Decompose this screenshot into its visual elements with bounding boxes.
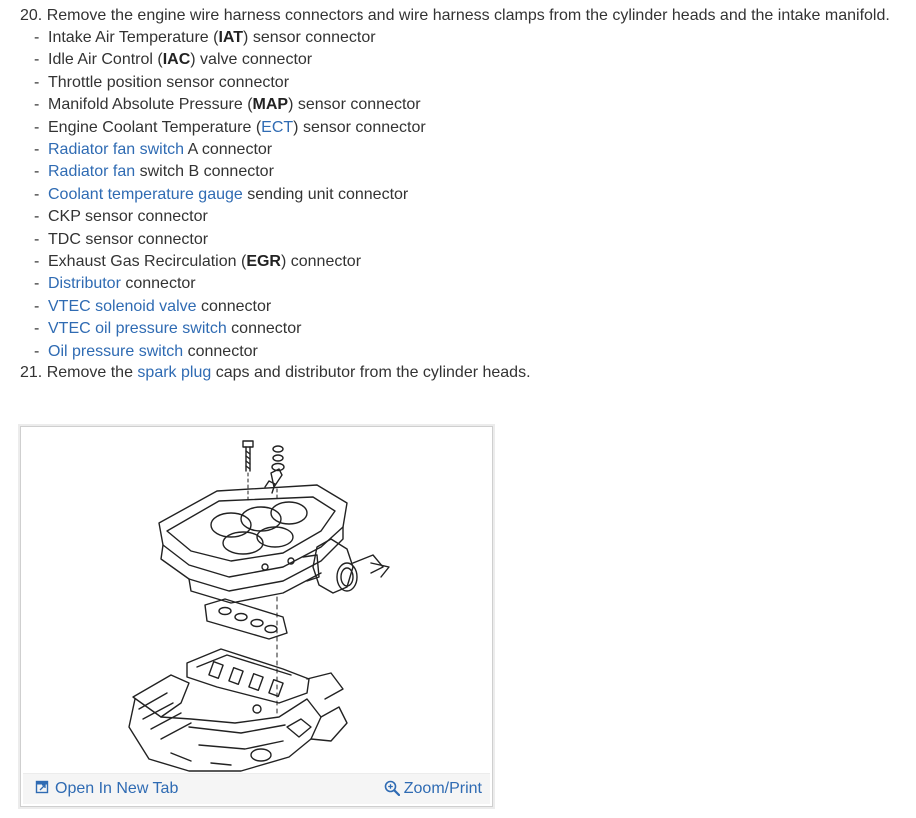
connector-text: ) sensor connector (293, 118, 426, 136)
step-20-number: 20. (20, 7, 43, 24)
open-in-new-tab-link[interactable]: Open In New Tab (35, 780, 178, 798)
connector-list-item: -VTEC solenoid valve connector (34, 296, 426, 318)
list-dash: - (34, 342, 40, 360)
list-dash: - (34, 297, 40, 315)
connector-list-item: -Engine Coolant Temperature (ECT) sensor… (34, 117, 426, 139)
connector-text: switch B connector (135, 163, 274, 181)
connector-list-item: -Idle Air Control (IAC) valve connector (34, 49, 426, 71)
connector-list-item: -Radiator fan switch B connector (34, 161, 426, 183)
step-20-text: Remove the engine wire harness connector… (46, 7, 890, 24)
connector-list-item: -Manifold Absolute Pressure (MAP) sensor… (34, 94, 426, 116)
connector-abbrev: MAP (252, 96, 289, 114)
list-dash: - (34, 118, 40, 136)
open-new-tab-icon (35, 780, 49, 796)
connector-list: -Intake Air Temperature (IAT) sensor con… (34, 27, 426, 363)
connector-text: ) sensor connector (288, 96, 421, 114)
connector-text: Intake Air Temperature ( (48, 29, 219, 46)
connector-link[interactable]: Radiator fan switch (48, 141, 185, 159)
connector-text: ) connector (280, 253, 362, 271)
connector-list-item: -TDC sensor connector (34, 229, 426, 251)
intake-manifold-figure: Open In New Tab Zoom/Print (20, 426, 493, 807)
connector-list-item: -Exhaust Gas Recirculation (EGR) connect… (34, 251, 426, 273)
connector-link[interactable]: VTEC solenoid valve (48, 297, 197, 315)
connector-list-item: -Radiator fan switch A connector (34, 139, 426, 161)
list-dash: - (34, 29, 40, 46)
list-dash: - (34, 141, 40, 159)
list-dash: - (34, 275, 40, 293)
connector-text: TDC sensor connector (48, 230, 209, 248)
spark-plug-link[interactable]: spark plug (137, 364, 212, 381)
connector-list-item: -Oil pressure switch connector (34, 341, 426, 363)
open-in-new-tab-label: Open In New Tab (55, 780, 179, 797)
connector-list-item: -Intake Air Temperature (IAT) sensor con… (34, 27, 426, 49)
connector-text: connector (226, 320, 302, 338)
connector-link[interactable]: Radiator fan (48, 163, 136, 181)
step-21: 21. Remove the spark plug caps and distr… (20, 362, 531, 384)
connector-list-item: -Coolant temperature gauge sending unit … (34, 184, 426, 206)
connector-link[interactable]: Coolant temperature gauge (48, 185, 243, 203)
connector-text: Exhaust Gas Recirculation ( (48, 253, 247, 271)
connector-link[interactable]: Oil pressure switch (48, 342, 184, 360)
connector-text: Idle Air Control ( (48, 51, 163, 69)
connector-link[interactable]: Distributor (48, 275, 121, 293)
connector-abbrev: IAC (162, 51, 191, 69)
connector-text: ) valve connector (190, 51, 313, 69)
connector-link[interactable]: ECT (261, 118, 294, 136)
figure-action-bar: Open In New Tab Zoom/Print (23, 773, 490, 804)
list-dash: - (34, 96, 40, 114)
list-dash: - (34, 320, 40, 338)
list-dash: - (34, 51, 40, 69)
list-dash: - (34, 253, 40, 271)
zoom-magnifier-icon (384, 780, 400, 797)
connector-text: connector (196, 297, 272, 315)
zoom-print-link[interactable]: Zoom/Print (384, 780, 482, 798)
connector-text: Engine Coolant Temperature ( (48, 118, 262, 136)
step-21-pre: Remove the (46, 364, 138, 381)
connector-link[interactable]: VTEC oil pressure switch (48, 320, 227, 338)
connector-text: connector (120, 275, 196, 293)
list-dash: - (34, 73, 40, 91)
intake-manifold-diagram[interactable] (21, 427, 492, 772)
list-dash: - (34, 208, 40, 226)
zoom-print-label: Zoom/Print (403, 780, 482, 797)
step-21-number: 21. (20, 364, 43, 381)
connector-list-item: -VTEC oil pressure switch connector (34, 318, 426, 340)
connector-list-item: -Throttle position sensor connector (34, 72, 426, 94)
connector-abbrev: IAT (218, 29, 244, 46)
connector-text: CKP sensor connector (48, 208, 208, 226)
list-dash: - (34, 185, 40, 203)
connector-text: Throttle position sensor connector (48, 73, 290, 91)
connector-text: connector (183, 342, 258, 360)
list-dash: - (34, 163, 40, 181)
connector-text: Manifold Absolute Pressure ( (48, 96, 253, 114)
connector-abbrev: EGR (246, 253, 281, 271)
connector-list-item: -CKP sensor connector (34, 206, 426, 228)
connector-text: sending unit connector (242, 185, 409, 203)
connector-text: ) sensor connector (243, 29, 376, 46)
step-21-post: caps and distributor from the cylinder h… (211, 364, 531, 381)
connector-text: A connector (184, 141, 273, 159)
connector-list-item: -Distributor connector (34, 273, 426, 295)
list-dash: - (34, 230, 40, 248)
step-20: 20. Remove the engine wire harness conne… (20, 5, 890, 27)
